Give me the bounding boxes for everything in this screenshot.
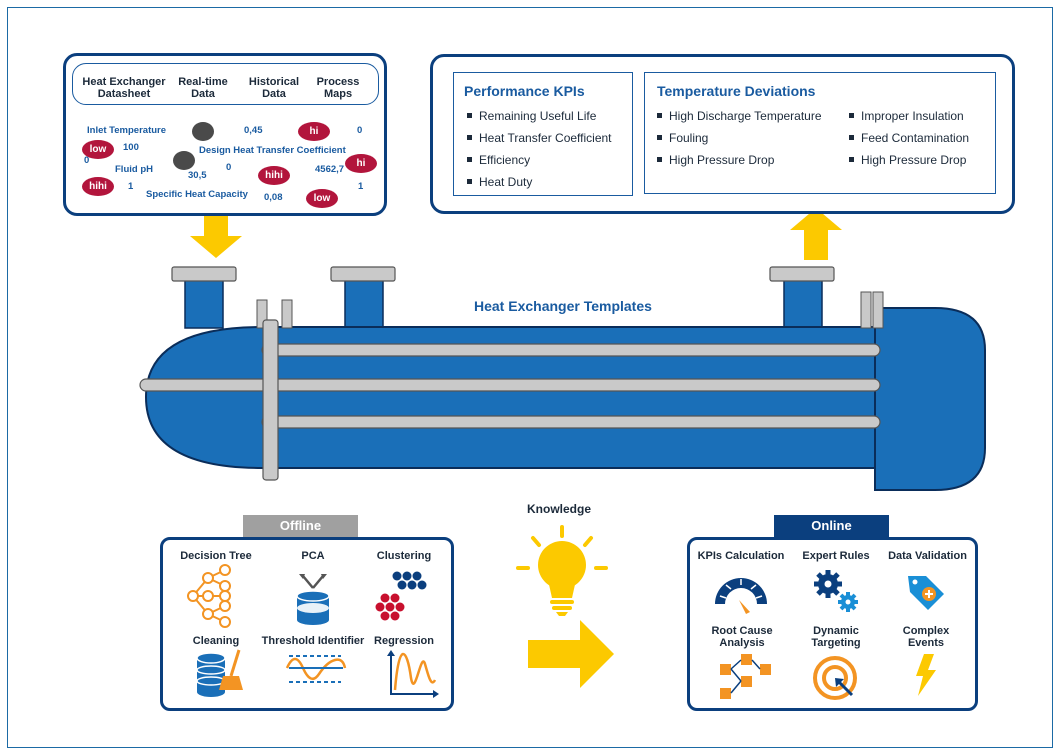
tube-2 <box>139 378 881 392</box>
shell-end-cap <box>874 307 986 491</box>
flow-arrow <box>528 620 614 688</box>
value: 0 <box>357 125 363 136</box>
specific-heat-label: Specific Heat Capacity <box>146 189 248 200</box>
performance-kpis-title: Performance KPIs <box>464 83 585 99</box>
value: 1 <box>128 181 134 192</box>
inlet-temperature-label: Inlet Temperature <box>87 125 167 136</box>
deviation-item: High Pressure Drop <box>657 153 774 167</box>
value: 0,08 <box>264 192 283 203</box>
lightbulb-icon <box>516 525 608 616</box>
output-arrow <box>790 208 842 260</box>
deviation-item: High Pressure Drop <box>849 153 966 167</box>
regression-label: Regression <box>374 635 434 647</box>
online-icons <box>715 570 944 700</box>
temperature-deviations-box: Temperature Deviations High Discharge Te… <box>644 72 996 194</box>
offline-card: Decision Tree PCA Clustering Cleaning Th… <box>160 537 454 711</box>
alarm-badge: hi <box>298 122 330 141</box>
value: 0 <box>226 162 232 173</box>
clustering-label: Clustering <box>376 550 432 562</box>
cleaning-icon <box>196 649 243 697</box>
alarm-badge: hi <box>345 154 377 173</box>
nozzle-3 <box>769 266 835 329</box>
gauge-icon <box>715 578 767 614</box>
root-cause-analysis-label: Root Cause Analysis <box>711 625 773 649</box>
tube-3 <box>261 415 881 429</box>
value: 0,45 <box>244 125 263 136</box>
value: 30,5 <box>188 170 207 181</box>
decision-tree-icon <box>187 564 231 628</box>
nozzle-2 <box>330 266 396 329</box>
complex-events-label: Complex Events <box>902 625 950 649</box>
baffle <box>262 319 279 481</box>
performance-kpis-box: Performance KPIs Remaining Useful Life H… <box>453 72 633 196</box>
lightning-icon <box>916 654 936 696</box>
deviation-item: High Discharge Temperature <box>657 109 822 123</box>
nozzle-1 <box>171 266 237 329</box>
shell-body <box>144 326 881 469</box>
kpi-item: Remaining Useful Life <box>467 109 596 123</box>
regression-icon <box>387 650 439 698</box>
decision-tree-label: Decision Tree <box>180 550 252 562</box>
design-htc-label: Design Heat Transfer Coefficient <box>199 145 346 156</box>
online-tab: Online <box>774 515 889 537</box>
kpi-item: Efficiency <box>467 153 530 167</box>
pca-label: PCA <box>301 550 325 562</box>
pca-icon <box>296 574 330 625</box>
kpi-item: Heat Duty <box>467 175 532 189</box>
fluid-ph-label: Fluid pH <box>115 164 153 175</box>
alarm-badge: low <box>82 140 114 159</box>
dynamic-targeting-label: Dynamic Targeting <box>811 625 861 649</box>
threshold-identifier-icon <box>285 655 347 683</box>
gears-icon <box>814 570 858 612</box>
tag-icon <box>908 576 944 610</box>
outer-frame <box>7 7 1053 748</box>
cleaning-label: Cleaning <box>192 635 240 647</box>
header-process-maps: Process Maps <box>316 76 360 100</box>
threshold-identifier-label: Threshold Identifier <box>261 635 365 647</box>
offline-icons <box>187 564 439 698</box>
kpi-card: Performance KPIs Remaining Useful Life H… <box>430 54 1015 214</box>
target-icon <box>813 656 857 700</box>
status-dot <box>192 122 214 141</box>
value: 1 <box>358 181 364 192</box>
exchanger-title: Heat Exchanger Templates <box>474 298 652 314</box>
data-sources-card: Heat Exchanger Datasheet Real-time Data … <box>63 53 387 216</box>
alarm-badge: hihi <box>82 177 114 196</box>
data-validation-label: Data Validation <box>888 550 967 562</box>
clustering-icon <box>375 571 427 621</box>
deviation-item: Fouling <box>657 131 708 145</box>
deviation-item: Feed Contamination <box>849 131 969 145</box>
deviation-item: Improper Insulation <box>849 109 964 123</box>
kpi-item: Heat Transfer Coefficient <box>467 131 612 145</box>
expert-rules-label: Expert Rules <box>802 550 870 562</box>
alarm-badge: low <box>306 189 338 208</box>
knowledge-label: Knowledge <box>527 502 592 516</box>
temperature-deviations-title: Temperature Deviations <box>657 83 816 99</box>
kpis-calculation-label: KPIs Calculation <box>697 550 785 562</box>
value: 0 <box>84 155 90 166</box>
root-cause-icon <box>720 654 771 699</box>
header-datasheet: Heat Exchanger Datasheet <box>82 76 166 100</box>
offline-tab: Offline <box>243 515 358 537</box>
online-card: KPIs Calculation Expert Rules Data Valid… <box>687 537 978 711</box>
value: 4562,7 <box>315 164 345 175</box>
tube-1 <box>261 343 881 357</box>
header-realtime: Real-time Data <box>178 76 228 100</box>
status-dot <box>173 151 195 170</box>
value: 100 <box>123 142 139 153</box>
input-arrow <box>190 214 242 258</box>
alarm-badge: hihi <box>258 166 290 185</box>
data-sources-header <box>72 63 379 105</box>
header-historical: Historical Data <box>248 76 300 100</box>
